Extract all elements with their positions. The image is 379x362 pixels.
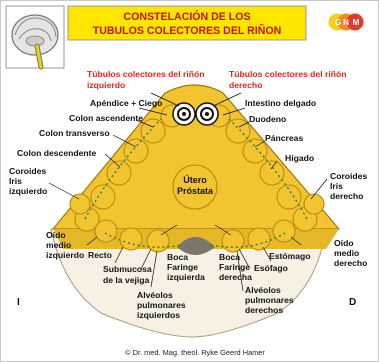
- kidney-section-shape: [51, 84, 341, 230]
- tubule-circle: [272, 219, 296, 243]
- tubule-circle: [247, 227, 271, 251]
- uterus-prostate-circle: [172, 164, 218, 210]
- label-middle-ear-right-line-2: medio: [334, 248, 359, 258]
- brain-thumbnail: [5, 5, 65, 70]
- left-tubule-label-line-1: Túbulos colectores del riñón: [87, 69, 204, 79]
- label-middle-ear-left-line-2: medio: [46, 240, 71, 250]
- label-duodenum: Duodeno: [249, 114, 286, 124]
- label-choroid-left-line-1: Coroides: [9, 166, 46, 176]
- tubule-target-symbols: [172, 102, 219, 126]
- label-liver: Hígado: [285, 153, 314, 163]
- label-appendix-cecum: Apéndice + Ciego: [90, 98, 162, 108]
- left-tubule-label-line-2: izquierdo: [87, 80, 125, 90]
- label-mouth-right-line-1: Boca: [219, 252, 240, 262]
- gnm-logo: G N M: [328, 13, 364, 31]
- side-marker-right: D: [349, 297, 356, 308]
- logo-letter-g: G: [335, 18, 341, 27]
- label-alveoli-left-line-2: pulmonares: [137, 300, 186, 310]
- tubule-circle: [259, 160, 285, 186]
- label-bladder-line-2: de la vejiga: [103, 275, 150, 285]
- label-choroid-right-line-2: Iris: [330, 181, 343, 191]
- title-line-1: CONSTELACIÓN DE LOS: [123, 10, 250, 23]
- label-mouth-right-line-3: derecha: [219, 272, 252, 282]
- label-esophagus: Esófago: [254, 263, 288, 273]
- label-choroid-right-line-3: derecho: [330, 191, 363, 201]
- label-middle-ear-left-line-3: izquierdo: [46, 250, 84, 260]
- organ-leader-lines: [48, 107, 328, 292]
- bladder-dark-spot: [177, 237, 215, 255]
- tubule-circles: [69, 104, 325, 253]
- label-transverse-colon: Colon transverso: [39, 128, 110, 138]
- label-mouth-right-line-2: Faringe: [219, 262, 250, 272]
- label-alveoli-right-line-2: pulmonares: [245, 295, 294, 305]
- label-rectum: Recto: [88, 250, 112, 260]
- label-bladder-line-1: Submucosa: [103, 264, 152, 274]
- tubule-circle: [69, 193, 91, 215]
- tubule-circle: [242, 138, 268, 164]
- title-line-2: TUBULOS COLECTORES DEL RIÑON: [93, 24, 282, 37]
- tubule-circle: [119, 227, 143, 251]
- label-stomach: Estómago: [269, 251, 311, 261]
- label-ascending-colon: Colon ascendente: [69, 113, 143, 123]
- center-label-line-1: Útero: [183, 174, 207, 185]
- tubule-circle: [90, 184, 116, 210]
- title-box: [67, 5, 307, 41]
- label-middle-ear-left-line-1: Oído: [46, 230, 66, 240]
- label-middle-ear-right-line-3: derecho: [334, 258, 367, 268]
- label-pancreas: Páncreas: [265, 133, 303, 143]
- label-choroid-left-line-2: Iris: [9, 176, 22, 186]
- center-label-line-2: Próstata: [177, 186, 214, 196]
- label-choroid-right-line-1: Coroides: [330, 171, 367, 181]
- leader-line: [212, 92, 242, 107]
- logo-letter-n: N: [343, 18, 349, 27]
- side-marker-left: I: [17, 297, 20, 308]
- logo-letter-m: M: [353, 18, 360, 27]
- label-descending-colon: Colon descendente: [17, 148, 96, 158]
- label-middle-ear-right-line-1: Oído: [334, 238, 354, 248]
- label-choroid-left-line-3: izquierdo: [9, 186, 47, 196]
- right-tubule-label-line-1: Túbulos colectores del riñón: [229, 69, 346, 79]
- label-alveoli-right-line-3: derechos: [245, 305, 283, 315]
- tubule-circle: [140, 118, 166, 144]
- tubule-circle: [106, 160, 132, 186]
- label-alveoli-left-line-3: izquierdos: [137, 310, 180, 320]
- tubule-circle: [225, 118, 251, 144]
- label-mouth-left-line-1: Boca: [167, 252, 188, 262]
- label-small-intestine: Intestino delgado: [245, 98, 316, 108]
- label-alveoli-right-line-1: Alvéolos: [245, 285, 281, 295]
- right-tubule-label-line-2: derecho: [229, 80, 262, 90]
- tubule-circle: [94, 219, 118, 243]
- label-mouth-left-line-3: izquierda: [167, 272, 205, 282]
- copyright-text: © Dr. med. Mag. theol. Ryke Geerd Hamer: [125, 348, 265, 357]
- leader-line: [150, 92, 180, 107]
- diagram-base: [50, 228, 327, 338]
- tubule-circle: [221, 229, 245, 253]
- tubule-circle: [303, 193, 325, 215]
- tubule-circle: [123, 138, 149, 164]
- tubule-circle: [146, 229, 170, 253]
- label-mouth-left-line-2: Faringe: [167, 262, 198, 272]
- tubule-circle: [276, 184, 302, 210]
- label-alveoli-left-line-1: Alvéolos: [137, 290, 173, 300]
